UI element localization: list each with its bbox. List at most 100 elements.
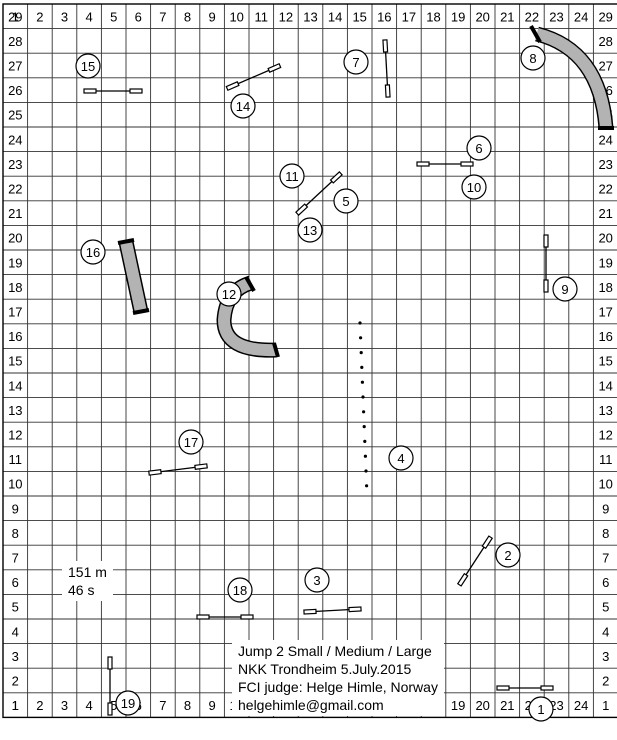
row-label-right: 12 [598,428,612,443]
weave-pole [361,395,365,399]
row-label-right: 15 [598,354,612,369]
jump-obstacle [295,171,343,216]
row-label-left: 15 [8,354,22,369]
row-label-right: 19 [598,255,612,270]
row-label-right: 24 [598,132,612,147]
weave-pole [360,365,364,369]
obstacle-number: 3 [313,573,320,588]
row-label-right: 23 [598,157,612,172]
obstacle-number: 19 [121,696,135,711]
obstacle-marker-6: 6 [466,135,492,161]
obstacle-marker-1: 1 [528,696,554,722]
row-label-left: 27 [8,59,22,74]
row-label-left: 21 [8,206,22,221]
row-label-right: 10 [598,477,612,492]
jump-obstacle [303,606,362,615]
col-label-bottom: 1 [12,698,19,713]
col-label-bottom: 19 [451,698,465,713]
obstacle-number: 5 [342,194,349,209]
row-label-left: 25 [8,108,22,123]
obstacle-number: 12 [222,287,236,302]
col-label-top: 15 [352,9,366,24]
obstacle-marker-7: 7 [343,49,369,75]
obstacle-marker-12: 12 [216,281,242,307]
obstacle-marker-8: 8 [520,45,546,71]
row-label-right: 11 [599,452,613,467]
course-info-box: Jump 2 Small / Medium / Large NKK Trondh… [232,640,444,716]
grid-lines [2,3,617,719]
row-label-right: 7 [602,551,609,566]
obstacle-marker-18: 18 [227,577,253,603]
jump-obstacle [416,161,474,167]
obstacle-marker-5: 5 [333,188,359,214]
col-label-top: 8 [184,9,191,24]
obstacle-number: 6 [475,141,482,156]
weave-pole [362,410,366,414]
jump-obstacle [543,234,549,293]
weave-pole [365,484,369,488]
row-label-right: 1 [602,698,609,713]
col-label-top: 23 [549,9,563,24]
obstacle-number: 7 [352,55,359,70]
col-label-bottom: 7 [159,698,166,713]
row-label-left: 3 [12,649,19,664]
weave-pole [362,425,366,429]
obstacle-marker-4: 4 [388,445,414,471]
row-label-left: 7 [12,551,19,566]
obstacle-number: 16 [86,245,100,260]
row-label-right: 27 [598,59,612,74]
row-label-right: 9 [602,501,609,516]
row-label-left: 14 [8,378,22,393]
col-label-top: 3 [61,9,68,24]
col-label-top: 17 [402,9,416,24]
course-time: 46 s [68,582,95,598]
obstacle-number: 15 [81,59,95,74]
obstacle-number: 4 [397,451,404,466]
weave-pole [359,336,363,340]
jump-obstacle [456,535,494,587]
obstacle-number: 18 [233,583,247,598]
tunnel-obstacle [117,238,150,315]
col-label-top: 24 [574,9,588,24]
row-label-left: 5 [12,600,19,615]
obstacle-marker-3: 3 [304,567,330,593]
row-label-left: 22 [8,182,22,197]
col-label-top: 13 [303,9,317,24]
row-label-left: 4 [12,624,19,639]
col-label-bottom: 20 [475,698,489,713]
col-label-top: 22 [525,9,539,24]
col-label-bottom: 9 [208,698,215,713]
weave-pole [360,380,364,384]
course-event: NKK Trondheim 5.July.2015 [238,661,412,677]
col-label-top: 4 [85,9,92,24]
row-label-left: 6 [12,575,19,590]
col-label-top: 1 [12,9,19,24]
row-label-left: 26 [8,83,22,98]
col-label-top: 6 [135,9,142,24]
col-label-top: 7 [159,9,166,24]
row-label-right: 17 [598,305,612,320]
row-label-left: 20 [8,231,22,246]
row-label-right: 5 [602,600,609,615]
tunnel-obstacle [529,25,614,130]
jump-obstacle [382,39,391,98]
col-label-bottom: 2 [36,698,43,713]
col-label-top: 5 [110,9,117,24]
row-label-left: 1 [12,698,19,713]
weave-pole [363,454,367,458]
row-label-right: 3 [602,649,609,664]
jump-obstacle [196,614,254,620]
col-label-bottom: 21 [500,698,514,713]
weave-pole [359,351,363,355]
obstacle-number: 1 [537,702,544,717]
col-label-top: 9 [208,9,215,24]
jump-obstacle [225,62,282,92]
col-label-bottom: 8 [184,698,191,713]
jumps [83,39,554,716]
obstacle-marker-2: 2 [495,542,521,568]
row-label-left: 12 [8,428,22,443]
row-label-right: 14 [598,378,612,393]
